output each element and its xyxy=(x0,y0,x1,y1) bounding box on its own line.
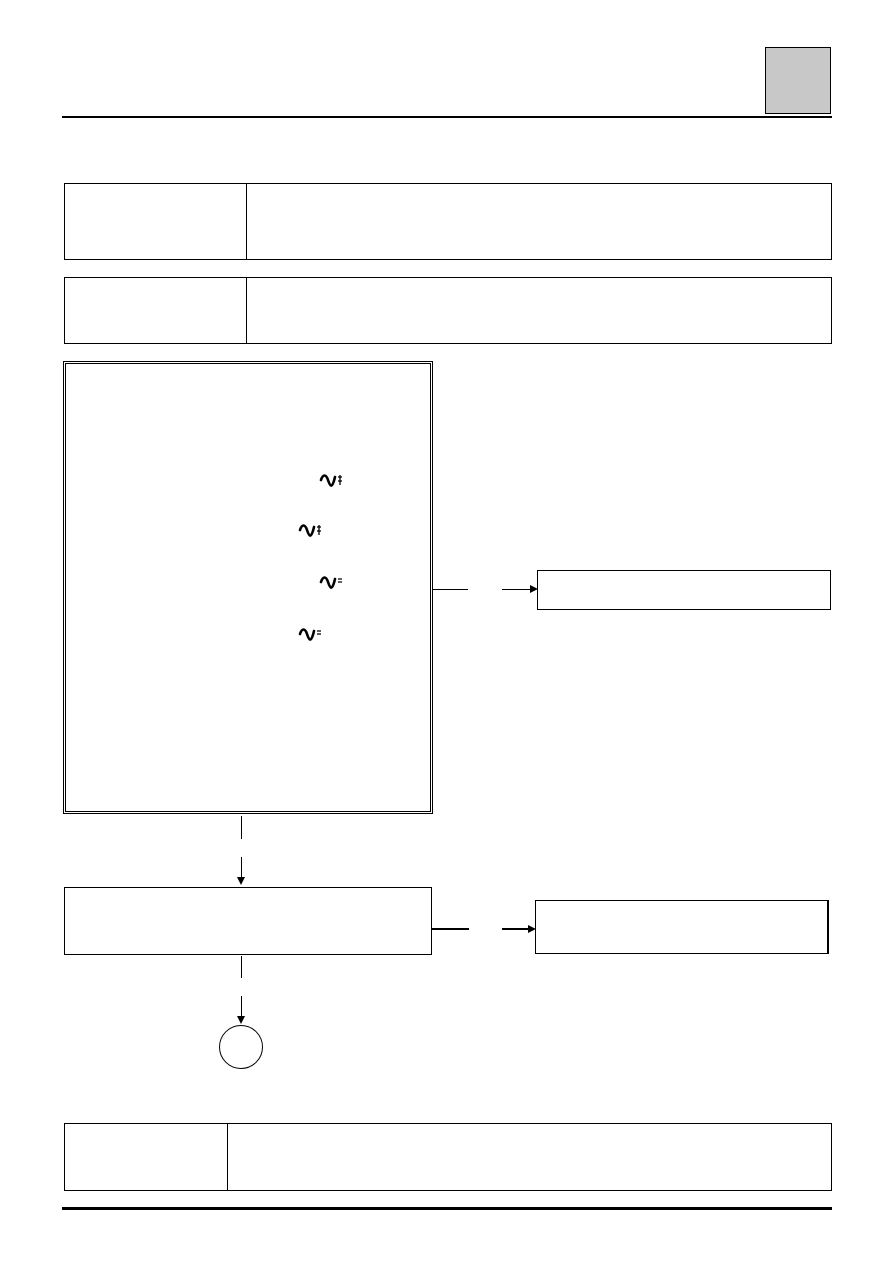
footer-row xyxy=(64,1123,832,1191)
footer-row-label-cell xyxy=(65,1124,228,1190)
signal-wave-icon xyxy=(319,474,342,487)
info-row-2-label-cell xyxy=(65,278,247,343)
info-row-2 xyxy=(64,277,832,344)
connector-line-down-1 xyxy=(241,816,242,839)
connector-line-2 xyxy=(432,928,469,930)
footer-rule xyxy=(62,1207,832,1210)
arrow-right-icon xyxy=(528,925,536,933)
step-box xyxy=(64,887,432,955)
connector-arrow-line-2 xyxy=(502,928,529,930)
section-tab xyxy=(765,47,831,114)
info-row-1-label-cell xyxy=(65,184,247,259)
connector-line-down-2 xyxy=(241,956,242,978)
connector-arrow-line-down-1 xyxy=(241,857,242,877)
check-block xyxy=(63,361,433,814)
connector-arrow-line-1 xyxy=(502,589,530,590)
signal-wave-icon xyxy=(298,628,321,641)
side-box-2 xyxy=(535,900,829,954)
side-box-1 xyxy=(537,570,831,610)
connector-line-1 xyxy=(433,589,468,590)
connector-arrow-line-down-2 xyxy=(241,996,242,1016)
arrow-right-icon xyxy=(530,585,538,593)
signal-wave-icon xyxy=(319,576,342,589)
connector-circle xyxy=(219,1025,263,1069)
arrow-down-icon xyxy=(237,877,245,885)
info-row-1 xyxy=(64,183,832,260)
signal-wave-icon xyxy=(298,524,321,537)
arrow-down-icon xyxy=(237,1016,245,1024)
header-rule xyxy=(62,116,832,118)
